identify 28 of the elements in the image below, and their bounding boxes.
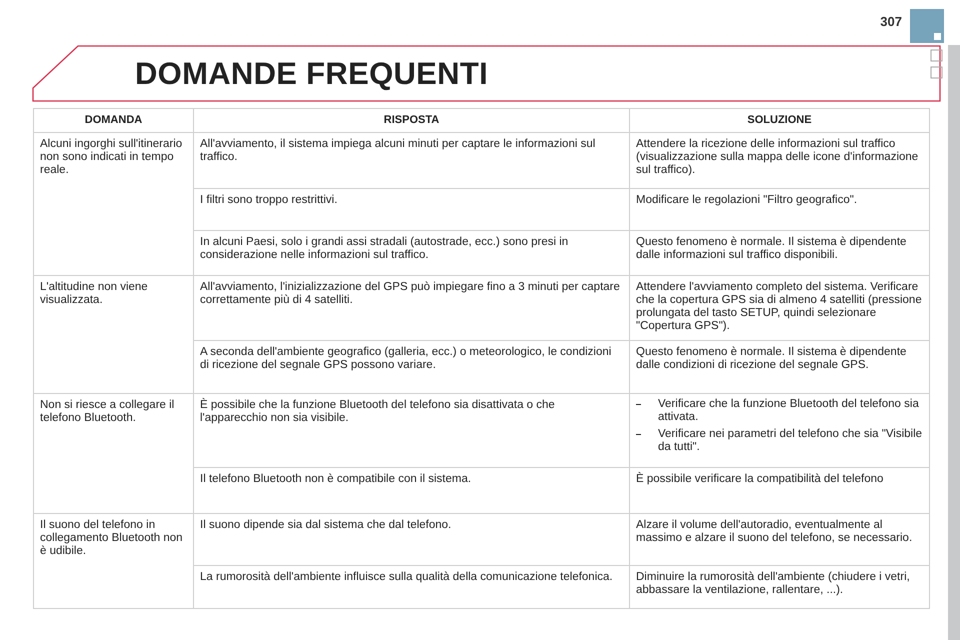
answer-text: La rumorosità dell'ambiente influisce sulla qualità della comunicazione telefonica. (199, 570, 614, 585)
solution-text: È possibile verificare la compatibilità del telefono (635, 471, 884, 487)
answer-text: I filtri sono troppo restrittivi. (199, 193, 338, 208)
solution-text: Questo fenomeno è normale. Il sistema è dipendente dalle informazioni sul traffico disponibili. (635, 235, 908, 263)
column-header: DOMANDA (84, 113, 144, 128)
bullet-text: Verificare nei parametri del telefono che sia "Visibile da tutti". (658, 428, 922, 453)
question-text: Il suono del telefono in collegamento Bluetooth non è udibile. (39, 518, 184, 559)
answer-text: All'avviamento, il sistema impiega alcuni minuti per captare le informazioni sul traffico. (199, 137, 596, 165)
bullet-text: Verificare che la funzione Bluetooth del telefono sia attivata. (658, 398, 919, 423)
answer-text: Il suono dipende sia dal sistema che dal telefono. (199, 518, 452, 533)
page-title: DOMANDE FREQUENTI (135, 56, 488, 92)
answer-text: È possibile che la funzione Bluetooth del telefono sia disattivata o che l'apparecchio non sia visibile. (199, 397, 556, 426)
solution-text: Attendere l'avviamento completo del sistema. Verificare che la copertura GPS sia di almeno 4 satelliti (pressione prolungata del tasto SETUP, quindi selezionare "Copertura GPS"). (635, 280, 923, 334)
page-number: 307 (880, 14, 902, 29)
solution-text: Questo fenomeno è normale. Il sistema è dipendente dalle condizioni di ricezione del segnale GPS. (635, 345, 908, 373)
answer-text: A seconda dell'ambiente geografico (galleria, ecc.) o meteorologico, le condizioni di ricezione del segnale GPS possono variare. (199, 345, 612, 373)
solution-text: Diminuire la rumorosità dell'ambiente (chiudere i vetri, abbassare la ventilazione, rallentare, ...). (635, 570, 911, 598)
answer-text: Il telefono Bluetooth non è compatibile con il sistema. (199, 472, 472, 487)
column-header: RISPOSTA (382, 113, 440, 128)
answer-text: All'avviamento, l'inizializzazione del GPS può impiegare fino a 3 minuti per captare correttamente più di 4 satelliti. (199, 280, 621, 308)
question-text: Alcuni ingorghi sull'itinerario non sono indicati in tempo reale. (39, 137, 184, 178)
solution-text: Attendere la ricezione delle informazioni sul traffico (visualizzazione sulla mappa delle icone d'informazione sul traffico). (635, 137, 920, 178)
solution-text: Modificare le regolazioni "Filtro geografico". (635, 193, 858, 208)
column-header: SOLUZIONE (746, 113, 813, 128)
answer-text: In alcuni Paesi, solo i grandi assi stradali (autostrade, ecc.) sono presi in considerazione nelle informazioni sul traffico. (199, 235, 570, 263)
question-text: Non si riesce a collegare il telefono Bluetooth. (39, 398, 176, 426)
question-text: L'altitudine non viene visualizzata. (39, 280, 149, 308)
solution-text: Alzare il volume dell'autoradio, eventualmente al massimo e alzare il suono del telefono, se necessario. (635, 518, 914, 546)
